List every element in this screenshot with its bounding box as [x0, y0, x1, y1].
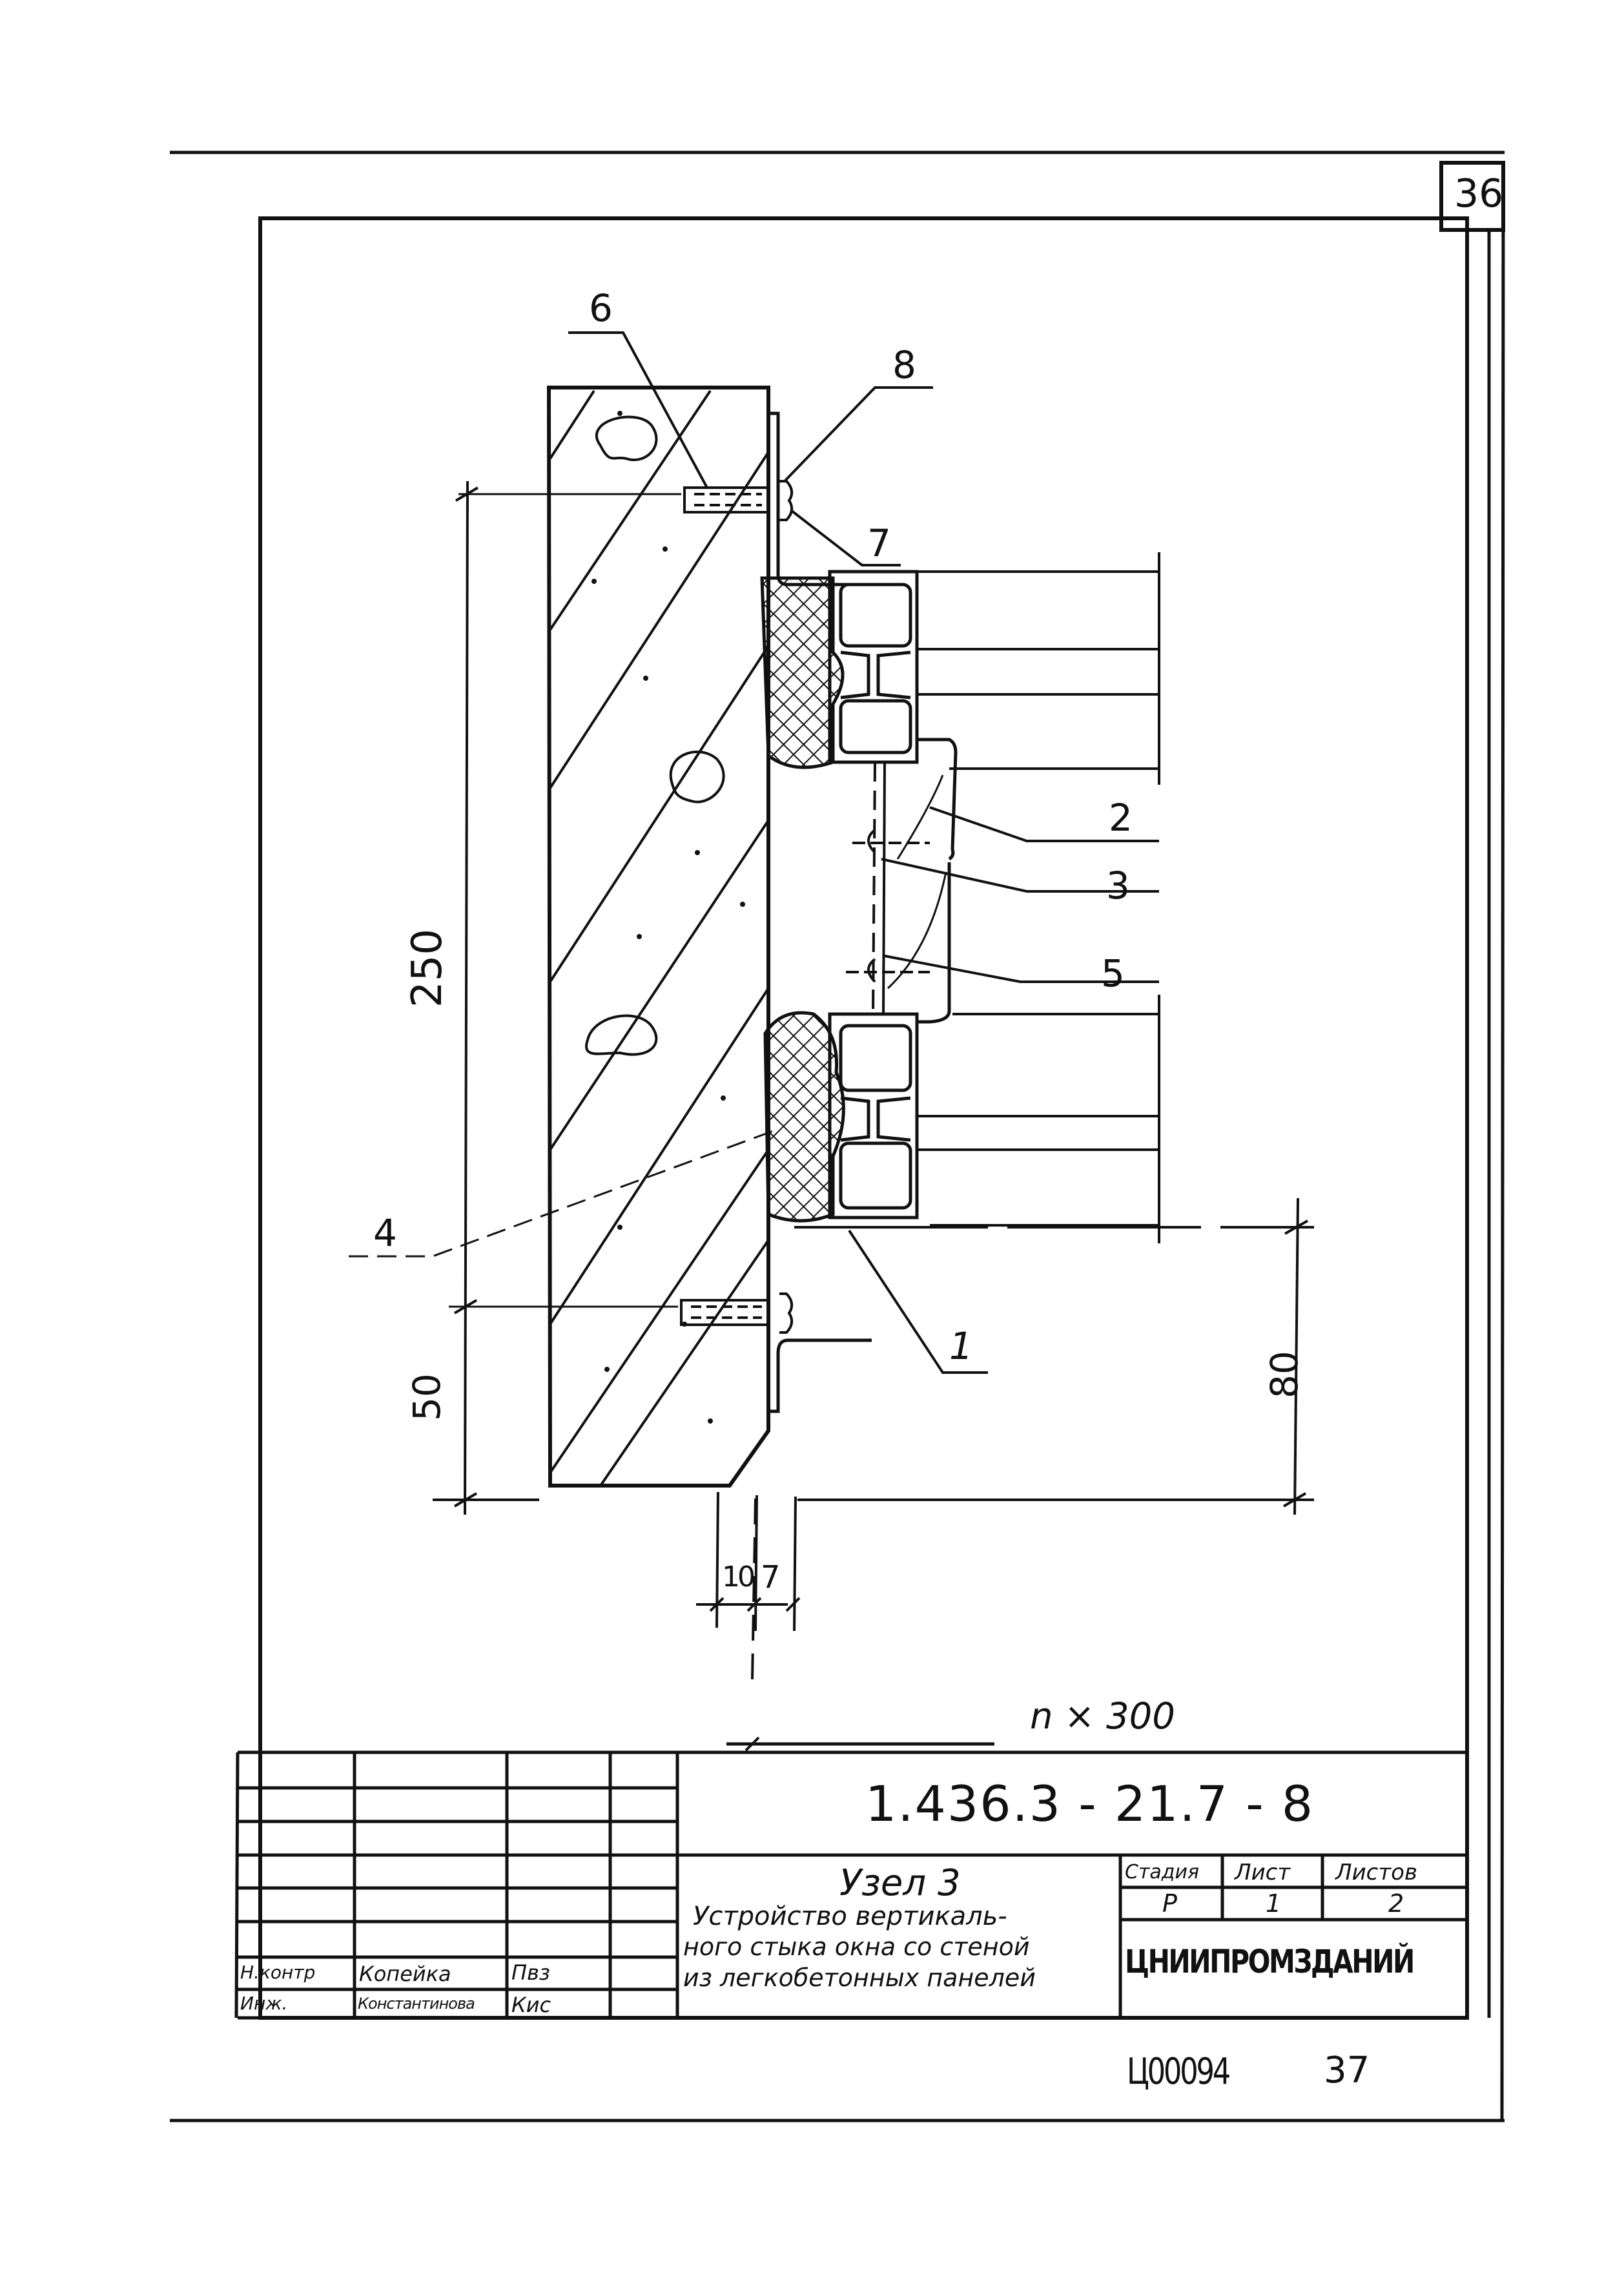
- dimension-10: 10: [722, 1561, 755, 1593]
- signature-role-1: Н.контр: [240, 1962, 316, 1983]
- window-sash-lines: [917, 552, 1160, 1243]
- signature-sign-1: Пвз: [511, 1960, 550, 1985]
- concrete-wall-panel: [546, 386, 770, 1488]
- fixing-plate: [872, 762, 886, 1015]
- window-profile-lower: [828, 1012, 919, 1219]
- footer-page-number: 37: [1324, 2049, 1370, 2091]
- drawing-description-line-2: ного стыка окна со стеной: [683, 1933, 1030, 1961]
- signature-name-1: Копейка: [359, 1962, 451, 1986]
- callout-2: 2: [1109, 796, 1133, 840]
- drawing-description-line-1: Устройство вертикаль-: [693, 1902, 1007, 1931]
- dimension-250: 250: [404, 928, 451, 1008]
- wooden-insert: [887, 738, 958, 1024]
- sheet-header: Лист: [1235, 1860, 1291, 1885]
- sheets-header: Листов: [1335, 1860, 1418, 1885]
- callout-leaders: [349, 331, 1159, 1374]
- drawing-title: Узел 3: [839, 1862, 961, 1904]
- drawing-description-line-3: из легкобетонных панелей: [683, 1964, 1036, 1992]
- callout-3: 3: [1106, 864, 1130, 908]
- drawing-designation: 1.436.3 - 21.7 - 8: [865, 1775, 1315, 1832]
- archive-number: Ц00094: [1127, 2051, 1231, 2093]
- steel-angle-profile: [768, 411, 872, 1413]
- organization-name: ЦНИИПРОМЗДАНИЙ: [1125, 1943, 1415, 1980]
- dimension-7: 7: [761, 1559, 781, 1595]
- window-profile-upper: [828, 570, 919, 764]
- anchor-bolt-top: [683, 480, 794, 521]
- callout-4: 4: [373, 1211, 397, 1255]
- signature-name-2: Константинова: [358, 1995, 475, 2013]
- title-block-grid: [234, 1750, 1467, 2020]
- sealant-lower: [763, 1011, 845, 1223]
- sealant-upper: [760, 576, 845, 769]
- anchor-bolt-bottom: [680, 1292, 794, 1334]
- callout-1: 1: [949, 1324, 973, 1368]
- dimension-span: n × 300: [1030, 1696, 1175, 1737]
- sheets-value: 2: [1388, 1889, 1404, 1918]
- screws: [846, 829, 930, 983]
- stage-header: Стадия: [1125, 1861, 1200, 1883]
- callout-7: 7: [867, 521, 891, 565]
- dimension-lines: [433, 481, 1314, 1752]
- callout-8: 8: [892, 343, 916, 387]
- stage-value: Р: [1162, 1889, 1177, 1918]
- dimension-80: 80: [1262, 1351, 1306, 1398]
- page-number-box: 36: [1454, 171, 1504, 216]
- callout-5: 5: [1101, 951, 1125, 995]
- signature-sign-2: Кис: [511, 1993, 551, 2017]
- callout-6: 6: [589, 286, 613, 330]
- dimension-50: 50: [405, 1373, 449, 1421]
- sheet-value: 1: [1266, 1889, 1282, 1918]
- signature-role-2: Инж.: [240, 1993, 288, 2014]
